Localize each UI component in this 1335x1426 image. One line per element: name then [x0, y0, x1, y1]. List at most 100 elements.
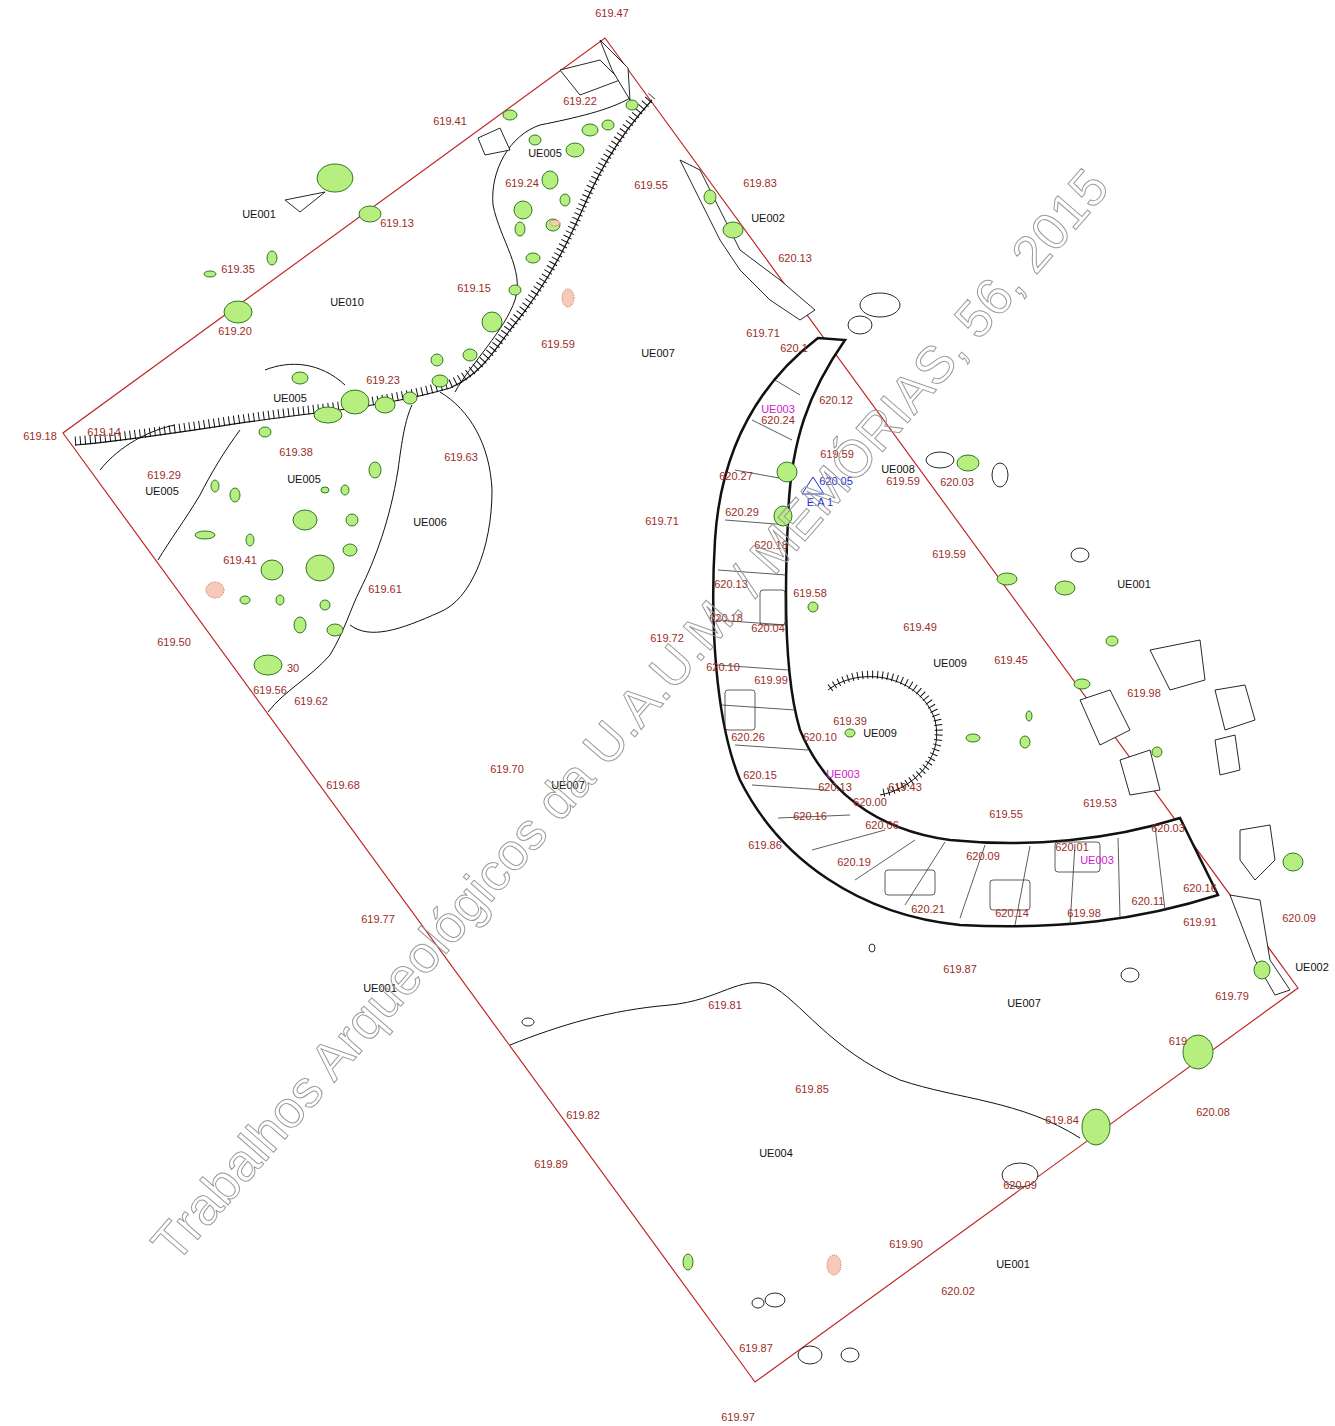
elevation-label: 619.43: [888, 781, 922, 793]
elevation-label: 620.11: [1132, 895, 1165, 907]
elevation-label: 620.12: [819, 394, 853, 406]
elevation-label: 620.00: [853, 796, 887, 808]
elevation-label: 620.16: [793, 810, 827, 822]
elevation-label: 620.13: [818, 781, 852, 793]
elevation-label: 619.70: [490, 763, 524, 775]
elevation-label: 619.38: [279, 446, 313, 458]
context-edge: [158, 405, 412, 712]
elevation-label: 619.41: [433, 115, 467, 127]
context-label: UE005: [273, 392, 307, 404]
context-label: UE002: [751, 212, 785, 224]
elevation-label: 619.83: [743, 177, 777, 189]
elevation-label: 620.04: [751, 622, 785, 634]
elevation-label: 619.89: [534, 1158, 568, 1170]
elevation-label: 619.71: [645, 515, 679, 527]
watermark: Trabalhos Arqueológicos da U.A.U.M. / ME…: [141, 159, 1119, 1272]
elevation-label: 620.15: [743, 769, 777, 781]
elevation-label: 619.97: [721, 1411, 755, 1423]
elevation-label: 619.45: [994, 654, 1028, 666]
context-label: UE001: [242, 208, 276, 220]
elevation-label: 619.47: [595, 7, 629, 19]
elevation-label: 620.02: [941, 1285, 975, 1297]
ditch-edge: [265, 364, 345, 385]
elevation-label: 619.15: [457, 282, 491, 294]
elevation-label: 619.41: [223, 554, 257, 566]
context-label: UE007: [641, 347, 675, 359]
context-label: UE005: [287, 473, 321, 485]
elevation-label: 619.68: [326, 779, 360, 791]
elevation-label: 620.03: [1151, 822, 1185, 834]
elevation-label: 30: [287, 662, 299, 674]
elevation-label: 619.35: [221, 263, 255, 275]
context-label: UE005: [528, 147, 562, 159]
elevation-label: 620.10: [803, 731, 837, 743]
elevation-label: 620.19: [837, 856, 871, 868]
elevation-label: 619.84: [1045, 1114, 1079, 1126]
elevation-label: 620.08: [1196, 1106, 1230, 1118]
elevation-label: 620.14: [995, 907, 1029, 919]
context-label: UE006: [413, 516, 447, 528]
context-edge: [350, 392, 492, 632]
context-label: UE009: [933, 657, 967, 669]
elevation-label: 619.91: [1183, 916, 1217, 928]
elevation-label: 619.82: [566, 1109, 600, 1121]
elevation-label: 620.29: [725, 506, 759, 518]
elevation-label: 619.55: [989, 808, 1023, 820]
loose-stones: [285, 40, 1290, 1364]
elevation-label: 619.59: [886, 475, 920, 487]
excavation-limit: [63, 38, 1298, 1382]
wall-label: UE003: [826, 768, 860, 780]
context-label: UE002: [1295, 961, 1329, 973]
elevation-label: 619.55: [634, 179, 668, 191]
elevation-label: 619.13: [380, 217, 414, 229]
context-label: UE001: [1117, 578, 1151, 590]
elevation-label: 619.98: [1067, 907, 1101, 919]
elevation-label: 620.09: [1282, 912, 1316, 924]
elevation-label: 620.03: [940, 476, 974, 488]
elevation-label: 619.29: [147, 469, 181, 481]
elevation-label: 619.24: [505, 177, 539, 189]
elevation-label: 619.79: [1215, 990, 1249, 1002]
curved-wall: [713, 338, 1218, 926]
elevation-label: 619.59: [932, 548, 966, 560]
elevation-label: 619.50: [157, 636, 191, 648]
wall-label: UE003: [1080, 854, 1114, 866]
context-label: UE004: [759, 1147, 793, 1159]
elevation-label: 620.26: [731, 731, 765, 743]
elevation-label: 620.24: [761, 414, 795, 426]
elevation-label: 619.87: [739, 1342, 773, 1354]
context-label: UE010: [330, 296, 364, 308]
elevation-label: 620.1: [780, 342, 808, 354]
wall-label: UE003: [761, 403, 795, 415]
elevation-label: 619.63: [444, 451, 478, 463]
elevation-label: 619.23: [366, 374, 400, 386]
elevation-label: 620.09: [966, 850, 1000, 862]
elevation-label: 620.27: [719, 470, 753, 482]
context-label: UE009: [863, 727, 897, 739]
elevation-label: 620.09: [1003, 1179, 1037, 1191]
elevation-label: 619.62: [294, 695, 328, 707]
elevation-label: 619.39: [833, 715, 867, 727]
elevation-label: 620.01: [1055, 841, 1089, 853]
elevation-label: 619.53: [1083, 797, 1117, 809]
elevation-label: 620.13: [778, 252, 812, 264]
elevation-label: 619.81: [708, 999, 742, 1011]
elevation-label: 619.71: [746, 327, 780, 339]
elevation-label: 619.22: [563, 95, 597, 107]
wall-stones: [716, 380, 1165, 925]
context-edge: [510, 983, 1080, 1138]
elevation-label: 619.49: [903, 621, 937, 633]
elevation-label: 619.20: [218, 325, 252, 337]
elevation-label: 619.56: [253, 684, 287, 696]
elevation-label: 619.90: [889, 1238, 923, 1250]
context-label: UE008: [881, 463, 915, 475]
stones: [195, 100, 1303, 1270]
elevation-label: 619.58: [793, 587, 827, 599]
elevation-label: 619.99: [754, 674, 788, 686]
elevation-label: 619.77: [361, 913, 395, 925]
elevation-label: 619.85: [795, 1083, 829, 1095]
elevation-label: 619.98: [1127, 687, 1161, 699]
elevation-label: 620.16: [1183, 882, 1217, 894]
elevation-label: 619.14: [87, 426, 121, 438]
